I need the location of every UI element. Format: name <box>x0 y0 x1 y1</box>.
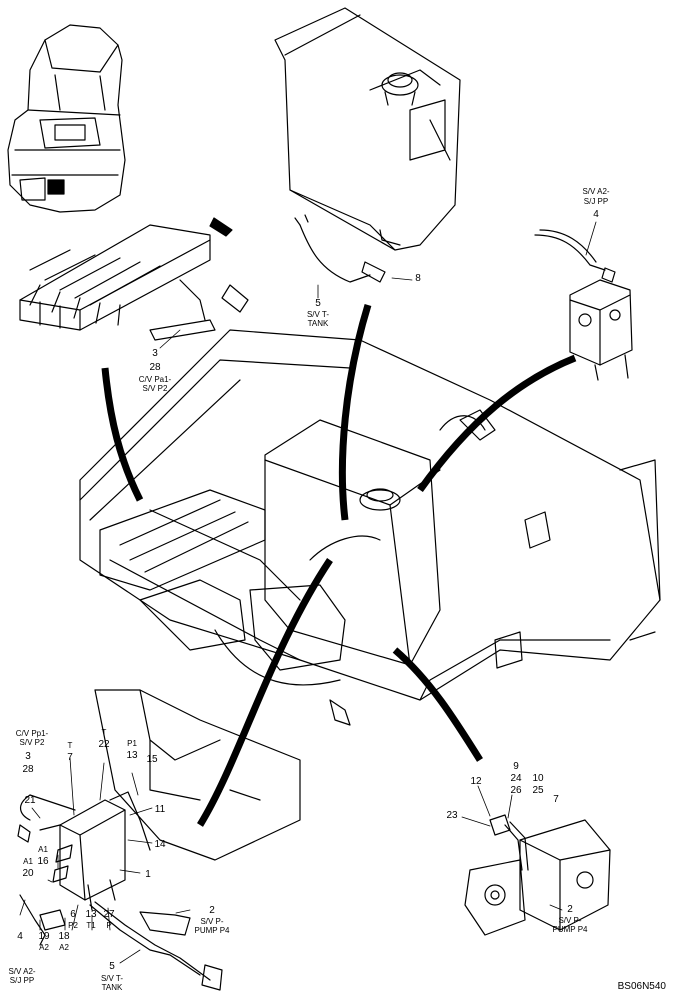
callout-26: 26 <box>510 785 522 796</box>
label-sv-t-tank-bottom-line1: S/V T- <box>100 974 124 983</box>
port-a1-upper-letter: A1 <box>38 845 48 854</box>
callout-4-top: 4 <box>593 209 599 220</box>
callout-14: 14 <box>154 839 166 850</box>
hydraulic-tank-illustration <box>274 7 461 283</box>
label-sv-a2-sj-pp-bottom-line1: S/V A2- <box>8 967 36 976</box>
callout-leaders <box>19 221 597 964</box>
port-t-left-letter: T <box>67 741 73 750</box>
callout-21: 21 <box>24 795 36 806</box>
callout-1: 1 <box>145 869 151 880</box>
callout-2-left: 2 <box>209 905 215 916</box>
label-sv-a2-sj-pp-top-line1: S/V A2- <box>582 187 610 196</box>
label-sv-p-pump-right-line2: PUMP P4 <box>552 925 588 934</box>
port-p: P <box>106 921 112 930</box>
callout-6: 6 <box>70 909 76 920</box>
callout-27: 27 <box>103 909 115 920</box>
callout-18: 18 <box>58 931 70 942</box>
leader-arcs <box>101 303 577 827</box>
label-sv-p-pump-left-line2: PUMP P4 <box>194 926 230 935</box>
callout-11: 11 <box>154 804 166 815</box>
label-sv-t-tank-bottom-line2: TANK <box>101 983 123 992</box>
label-sv-t-tank-top-line2: TANK <box>307 319 329 328</box>
port-p1-letter: P1 <box>127 739 137 748</box>
label-sv-a2-sj-pp-bottom-line2: S/J PP <box>9 976 35 985</box>
callout-7-right: 7 <box>553 794 559 805</box>
callout-19: 19 <box>38 931 50 942</box>
callout-22: 22 <box>98 739 110 750</box>
label-cv-pp1-line1: C/V Pp1- <box>15 729 49 738</box>
callout-8: 8 <box>415 273 421 284</box>
port-p2: P2 <box>68 921 78 930</box>
callout-10: 10 <box>532 773 544 784</box>
callout-23: 23 <box>446 810 458 821</box>
callout-28-upper: 28 <box>149 362 161 373</box>
callout-2-right: 2 <box>567 904 573 915</box>
excavator-illustration <box>7 24 126 213</box>
callout-5-bottom: 5 <box>109 961 115 972</box>
callout-16: 16 <box>37 856 49 867</box>
port-a2-19: A2 <box>39 943 49 952</box>
callout-15: 15 <box>146 754 158 765</box>
label-cv-pa1-line2: S/V P2 <box>142 384 168 393</box>
port-t1: T1 <box>86 921 96 930</box>
control-valve-illustration <box>19 217 249 341</box>
callout-9: 9 <box>513 761 519 772</box>
callout-3-upper: 3 <box>152 348 158 359</box>
label-sv-p-pump-right-line1: S/V P- <box>558 916 582 925</box>
callout-24: 24 <box>510 773 522 784</box>
callout-12: 12 <box>470 776 482 787</box>
callout-3-lower: 3 <box>25 751 31 762</box>
drawing-code: BS06N540 <box>617 981 666 992</box>
callout-25: 25 <box>532 785 544 796</box>
frame-illustration <box>79 329 661 726</box>
pump-illustration <box>464 814 611 936</box>
label-sv-p-pump-left-line1: S/V P- <box>200 917 224 926</box>
port-t-right-letter: T <box>101 728 107 737</box>
label-sv-t-tank-top-line1: S/V T- <box>306 310 330 319</box>
label-cv-pa1-line1: C/V Pa1- <box>138 375 172 384</box>
callout-4-bottom: 4 <box>17 931 23 942</box>
callout-20: 20 <box>22 868 34 879</box>
label-sv-a2-sj-pp-top-line2: S/J PP <box>583 197 609 206</box>
callout-7-left: 7 <box>67 752 73 763</box>
port-a1-lower-letter: A1 <box>23 857 33 866</box>
callout-13-bottom: 13 <box>85 909 97 920</box>
callout-13-top: 13 <box>126 750 138 761</box>
label-cv-pp1-line2: S/V P2 <box>19 738 45 747</box>
solenoid-valve-illustration <box>534 229 633 381</box>
callout-5-top: 5 <box>315 298 321 309</box>
callout-28-lower: 28 <box>22 764 34 775</box>
port-a2-18: A2 <box>59 943 69 952</box>
